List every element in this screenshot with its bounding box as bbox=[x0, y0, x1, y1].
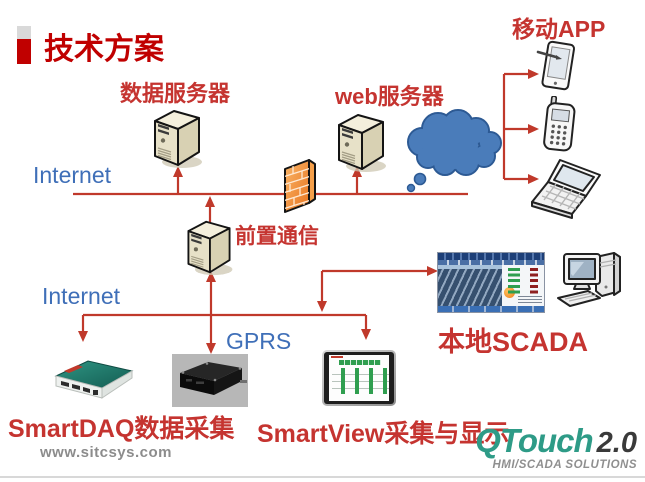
data-server-icon bbox=[154, 110, 202, 168]
hmi-panel-image bbox=[322, 350, 396, 406]
label-web-server: web服务器 bbox=[335, 84, 444, 109]
mobile-phone-icon bbox=[543, 96, 576, 152]
label-local-scada: 本地SCADA bbox=[438, 327, 589, 357]
hmi-header-bar bbox=[339, 360, 381, 365]
label-front-comm: 前置通信 bbox=[235, 225, 319, 248]
front-comm-server-icon bbox=[187, 220, 233, 276]
qtouch-logo-name: QTouch bbox=[475, 422, 593, 459]
page-title: 技术方案 bbox=[44, 33, 164, 66]
hmi-logo bbox=[331, 356, 343, 358]
hmi-diagram bbox=[332, 368, 389, 394]
website-url: www.sitcsys.com bbox=[40, 444, 172, 461]
smartdaq-device-image bbox=[54, 360, 134, 399]
scada-red-indicators bbox=[530, 268, 538, 294]
scada-toolbar bbox=[438, 260, 544, 265]
label-data-server: 数据服务器 bbox=[120, 81, 231, 106]
label-gprs: GPRS bbox=[226, 328, 292, 354]
qtouch-logo-tagline: HMI/SCADA SOLUTIONS bbox=[492, 459, 637, 471]
firewall-icon bbox=[284, 159, 316, 213]
solar-panels-image bbox=[438, 265, 502, 306]
label-smartdaq: SmartDAQ数据采集 bbox=[8, 415, 235, 443]
label-smartview: SmartView采集与显示 bbox=[257, 420, 510, 448]
label-internet-top: Internet bbox=[33, 162, 111, 188]
qtouch-logo-version: 2.0 bbox=[596, 427, 637, 459]
slide-bottom-edge bbox=[0, 476, 645, 478]
scada-green-indicators bbox=[508, 268, 520, 294]
label-internet-bottom: Internet bbox=[42, 283, 120, 309]
pda-icon bbox=[536, 40, 576, 91]
web-server-icon bbox=[338, 114, 386, 172]
scada-titlebar bbox=[438, 253, 544, 260]
label-mobile-app: 移动APP bbox=[512, 16, 606, 42]
title-bullet-icon bbox=[17, 26, 31, 64]
arrowheads bbox=[78, 69, 539, 354]
scada-fine-print bbox=[518, 296, 542, 304]
scada-screenshot-image bbox=[437, 252, 545, 313]
gprs-modem-image bbox=[172, 354, 248, 407]
internet-cloud-icon bbox=[406, 109, 502, 193]
desktop-computer-icon bbox=[557, 252, 621, 307]
scada-statusbar bbox=[438, 306, 544, 312]
laptop-icon bbox=[531, 159, 601, 219]
